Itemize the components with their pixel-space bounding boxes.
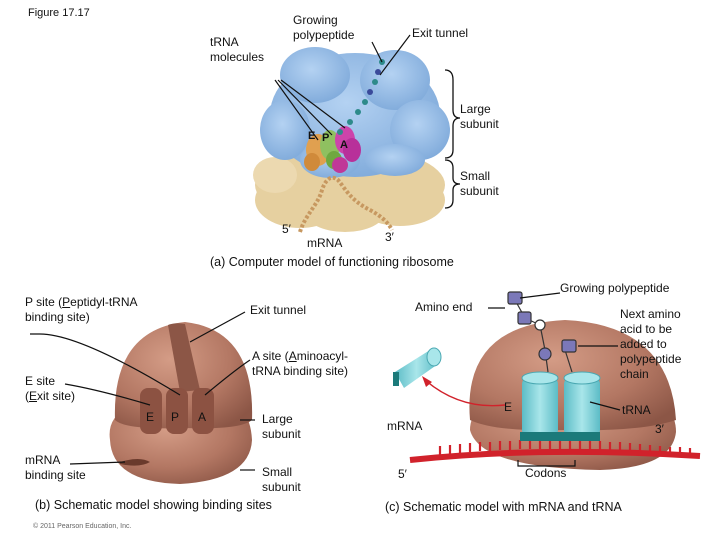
panel-b-small-subunit-label: Small subunit (262, 465, 301, 494)
panel-a-caption: (a) Computer model of functioning riboso… (210, 255, 454, 269)
panel-c-growing-polypeptide-label: Growing polypeptide (560, 281, 670, 295)
panel-a-model (253, 34, 461, 233)
e-site-key: E (29, 389, 38, 403)
panel-a-trna-molecules-label: tRNA molecules (210, 35, 265, 64)
panel-b-caption: (b) Schematic model showing binding site… (35, 498, 272, 512)
figure-label: Figure 17.17 (28, 7, 90, 19)
a-site-shape (192, 388, 214, 434)
large-subunit-bracket (444, 69, 461, 159)
panel-c-amino-end-label: Amino end (415, 300, 473, 314)
exit-tunnel-shape (168, 323, 200, 392)
polypeptide-chain-c (507, 291, 577, 373)
panel-a-exit-tunnel-label: Exit tunnel (412, 26, 469, 40)
exit-arrow-c (424, 379, 506, 407)
panel-b-p-site-line2: binding site) (25, 310, 90, 324)
panel-c-five-prime-label: 5′ (398, 467, 407, 481)
a-site-key: A (288, 349, 297, 363)
exit-arrow-head (422, 376, 432, 387)
panel-c-leader-lines (488, 292, 621, 467)
copyright-notice: © 2011 Pearson Education, Inc. (33, 523, 132, 530)
a-site-suffix: minoacyl- (296, 349, 349, 363)
panel-b-p-site-label: P site (Peptidyl-tRNA (25, 295, 138, 310)
trna-shapes-c (520, 371, 601, 441)
panel-b-mrna-binding-label: mRNA binding site (25, 453, 86, 482)
panel-b-site-a-label: A (198, 410, 207, 424)
mrna-binding-site-shape (120, 459, 150, 466)
panel-a-small-subunit-label: Small subunit (460, 169, 499, 198)
p-site-shape (166, 388, 188, 434)
small-subunit-bracket (444, 159, 461, 209)
e-site-suffix: xit site) (37, 389, 76, 403)
panel-a-large-subunit-label: Large subunit (460, 102, 499, 131)
p-site-suffix: eptidyl-tRNA (70, 295, 138, 309)
panel-c-mrna-label: mRNA (387, 419, 423, 433)
panel-c-next-amino-acid-label: Next amino acid to be added to polypepti… (620, 307, 682, 381)
panel-b-site-p-label: P (171, 410, 180, 424)
e-site-prefix: ( (25, 389, 29, 403)
panel-b-schematic (30, 311, 255, 484)
panel-a-site-e-label: E (308, 130, 316, 142)
panel-c-caption: (c) Schematic model with mRNA and tRNA (385, 500, 622, 514)
panel-a-site-a-label: A (340, 139, 348, 151)
growing-polypeptide-model (337, 59, 385, 135)
panel-c-three-prime-label: 3′ (655, 422, 664, 436)
panel-b-a-site-line2: tRNA binding site) (252, 364, 349, 378)
panel-a-leader-lines (274, 34, 411, 141)
p-site-prefix: P site ( (25, 295, 63, 309)
panel-c-schematic (393, 291, 701, 470)
mrna-strand-model (298, 175, 394, 233)
panel-b-large-subunit-label: Large subunit (262, 412, 301, 441)
panel-a-site-p-label: P (322, 132, 330, 144)
panel-b-e-site-line2: (Exit site) (25, 389, 75, 404)
panel-a-mrna-label: mRNA (307, 236, 343, 250)
panel-a-growing-polypeptide-label: Growing polypeptide (293, 13, 355, 42)
panel-b-exit-tunnel-label: Exit tunnel (250, 303, 307, 317)
panel-a-three-prime-label: 3′ (385, 230, 394, 244)
p-site-key: P (62, 295, 71, 309)
panel-b-a-site-label: A site (Aminoacyl- (252, 349, 348, 364)
panel-b-e-site-line1: E site (25, 374, 56, 388)
panel-b-leader-lines (30, 311, 255, 471)
panel-a-five-prime-label: 5′ (282, 222, 291, 236)
leaving-trna-c (393, 347, 442, 388)
a-site-prefix: A site ( (252, 349, 289, 363)
mrna-strand-c (409, 440, 701, 463)
panel-b-site-e-label: E (146, 410, 155, 424)
panel-c-codons-label: Codons (525, 466, 567, 480)
panel-c-site-e-label: E (504, 400, 513, 414)
e-site-shape (140, 388, 162, 434)
panel-c-trna-label: tRNA (622, 403, 651, 417)
trna-molecules-model (304, 126, 361, 173)
